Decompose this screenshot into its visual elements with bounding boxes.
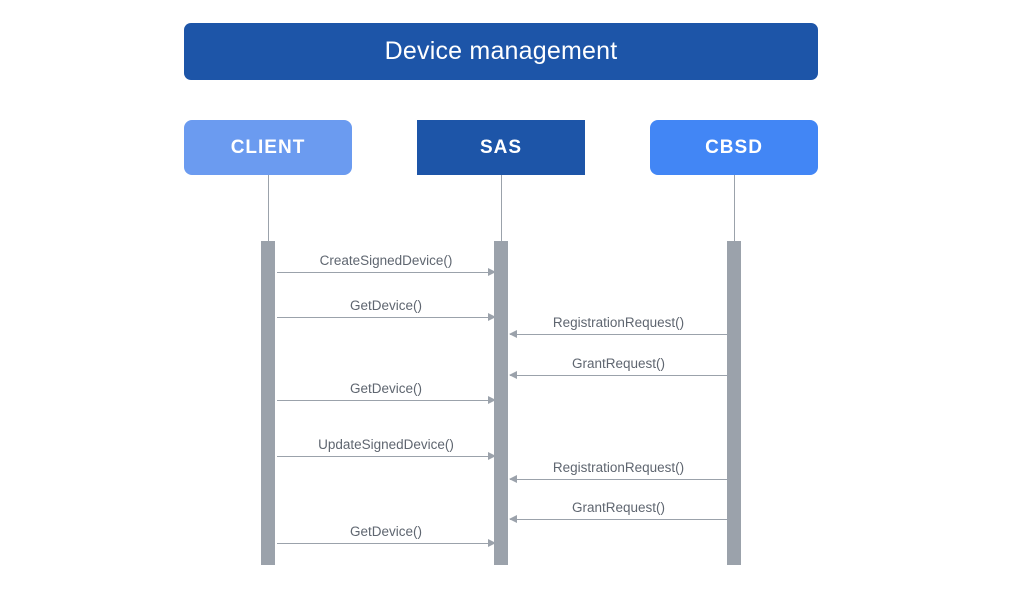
message-line xyxy=(277,317,495,318)
message-label: UpdateSignedDevice() xyxy=(318,436,454,452)
lifeline-client xyxy=(268,175,269,241)
lifeline-cbsd xyxy=(734,175,735,241)
message-line xyxy=(277,400,495,401)
arrowhead-right-icon xyxy=(488,396,496,404)
participant-client[interactable]: CLIENT xyxy=(184,120,352,175)
message-line xyxy=(510,519,727,520)
lifeline-sas xyxy=(501,175,502,241)
message-line xyxy=(277,543,495,544)
message-line xyxy=(510,479,727,480)
participant-label: SAS xyxy=(479,137,523,158)
message-arrow[interactable]: GrantRequest() xyxy=(509,500,727,523)
message-arrow[interactable]: GrantRequest() xyxy=(509,356,727,379)
message-line xyxy=(510,334,727,335)
activation-bar-client xyxy=(261,241,275,565)
arrowhead-left-icon xyxy=(509,330,517,338)
arrowhead-left-icon xyxy=(509,371,517,379)
activation-bar-sas xyxy=(494,241,508,565)
message-line xyxy=(277,456,495,457)
message-label: GrantRequest() xyxy=(571,355,666,371)
participant-label: CBSD xyxy=(705,137,763,158)
message-arrow[interactable]: RegistrationRequest() xyxy=(509,460,727,483)
message-label: GrantRequest() xyxy=(571,499,666,515)
diagram-title-bar: Device management xyxy=(184,23,818,80)
activation-bar-cbsd xyxy=(727,241,741,565)
participant-cbsd[interactable]: CBSD xyxy=(650,120,818,175)
message-arrow[interactable]: CreateSignedDevice() xyxy=(277,253,496,276)
arrowhead-right-icon xyxy=(488,268,496,276)
message-line xyxy=(510,375,727,376)
participant-label: CLIENT xyxy=(230,137,306,158)
message-arrow[interactable]: GetDevice() xyxy=(277,298,496,321)
arrowhead-left-icon xyxy=(509,515,517,523)
arrowhead-right-icon xyxy=(488,452,496,460)
message-label: CreateSignedDevice() xyxy=(319,252,453,268)
message-arrow[interactable]: UpdateSignedDevice() xyxy=(277,437,496,460)
message-label: RegistrationRequest() xyxy=(552,314,685,330)
message-label: GetDevice() xyxy=(349,523,422,539)
participant-sas[interactable]: SAS xyxy=(417,120,585,175)
message-label: GetDevice() xyxy=(349,380,422,396)
arrowhead-right-icon xyxy=(488,313,496,321)
message-line xyxy=(277,272,495,273)
message-arrow[interactable]: GetDevice() xyxy=(277,524,496,547)
message-arrow[interactable]: RegistrationRequest() xyxy=(509,315,727,338)
message-label: GetDevice() xyxy=(349,297,422,313)
message-arrow[interactable]: GetDevice() xyxy=(277,381,496,404)
message-label: RegistrationRequest() xyxy=(552,459,685,475)
arrowhead-right-icon xyxy=(488,539,496,547)
arrowhead-left-icon xyxy=(509,475,517,483)
diagram-title: Device management xyxy=(384,37,618,65)
